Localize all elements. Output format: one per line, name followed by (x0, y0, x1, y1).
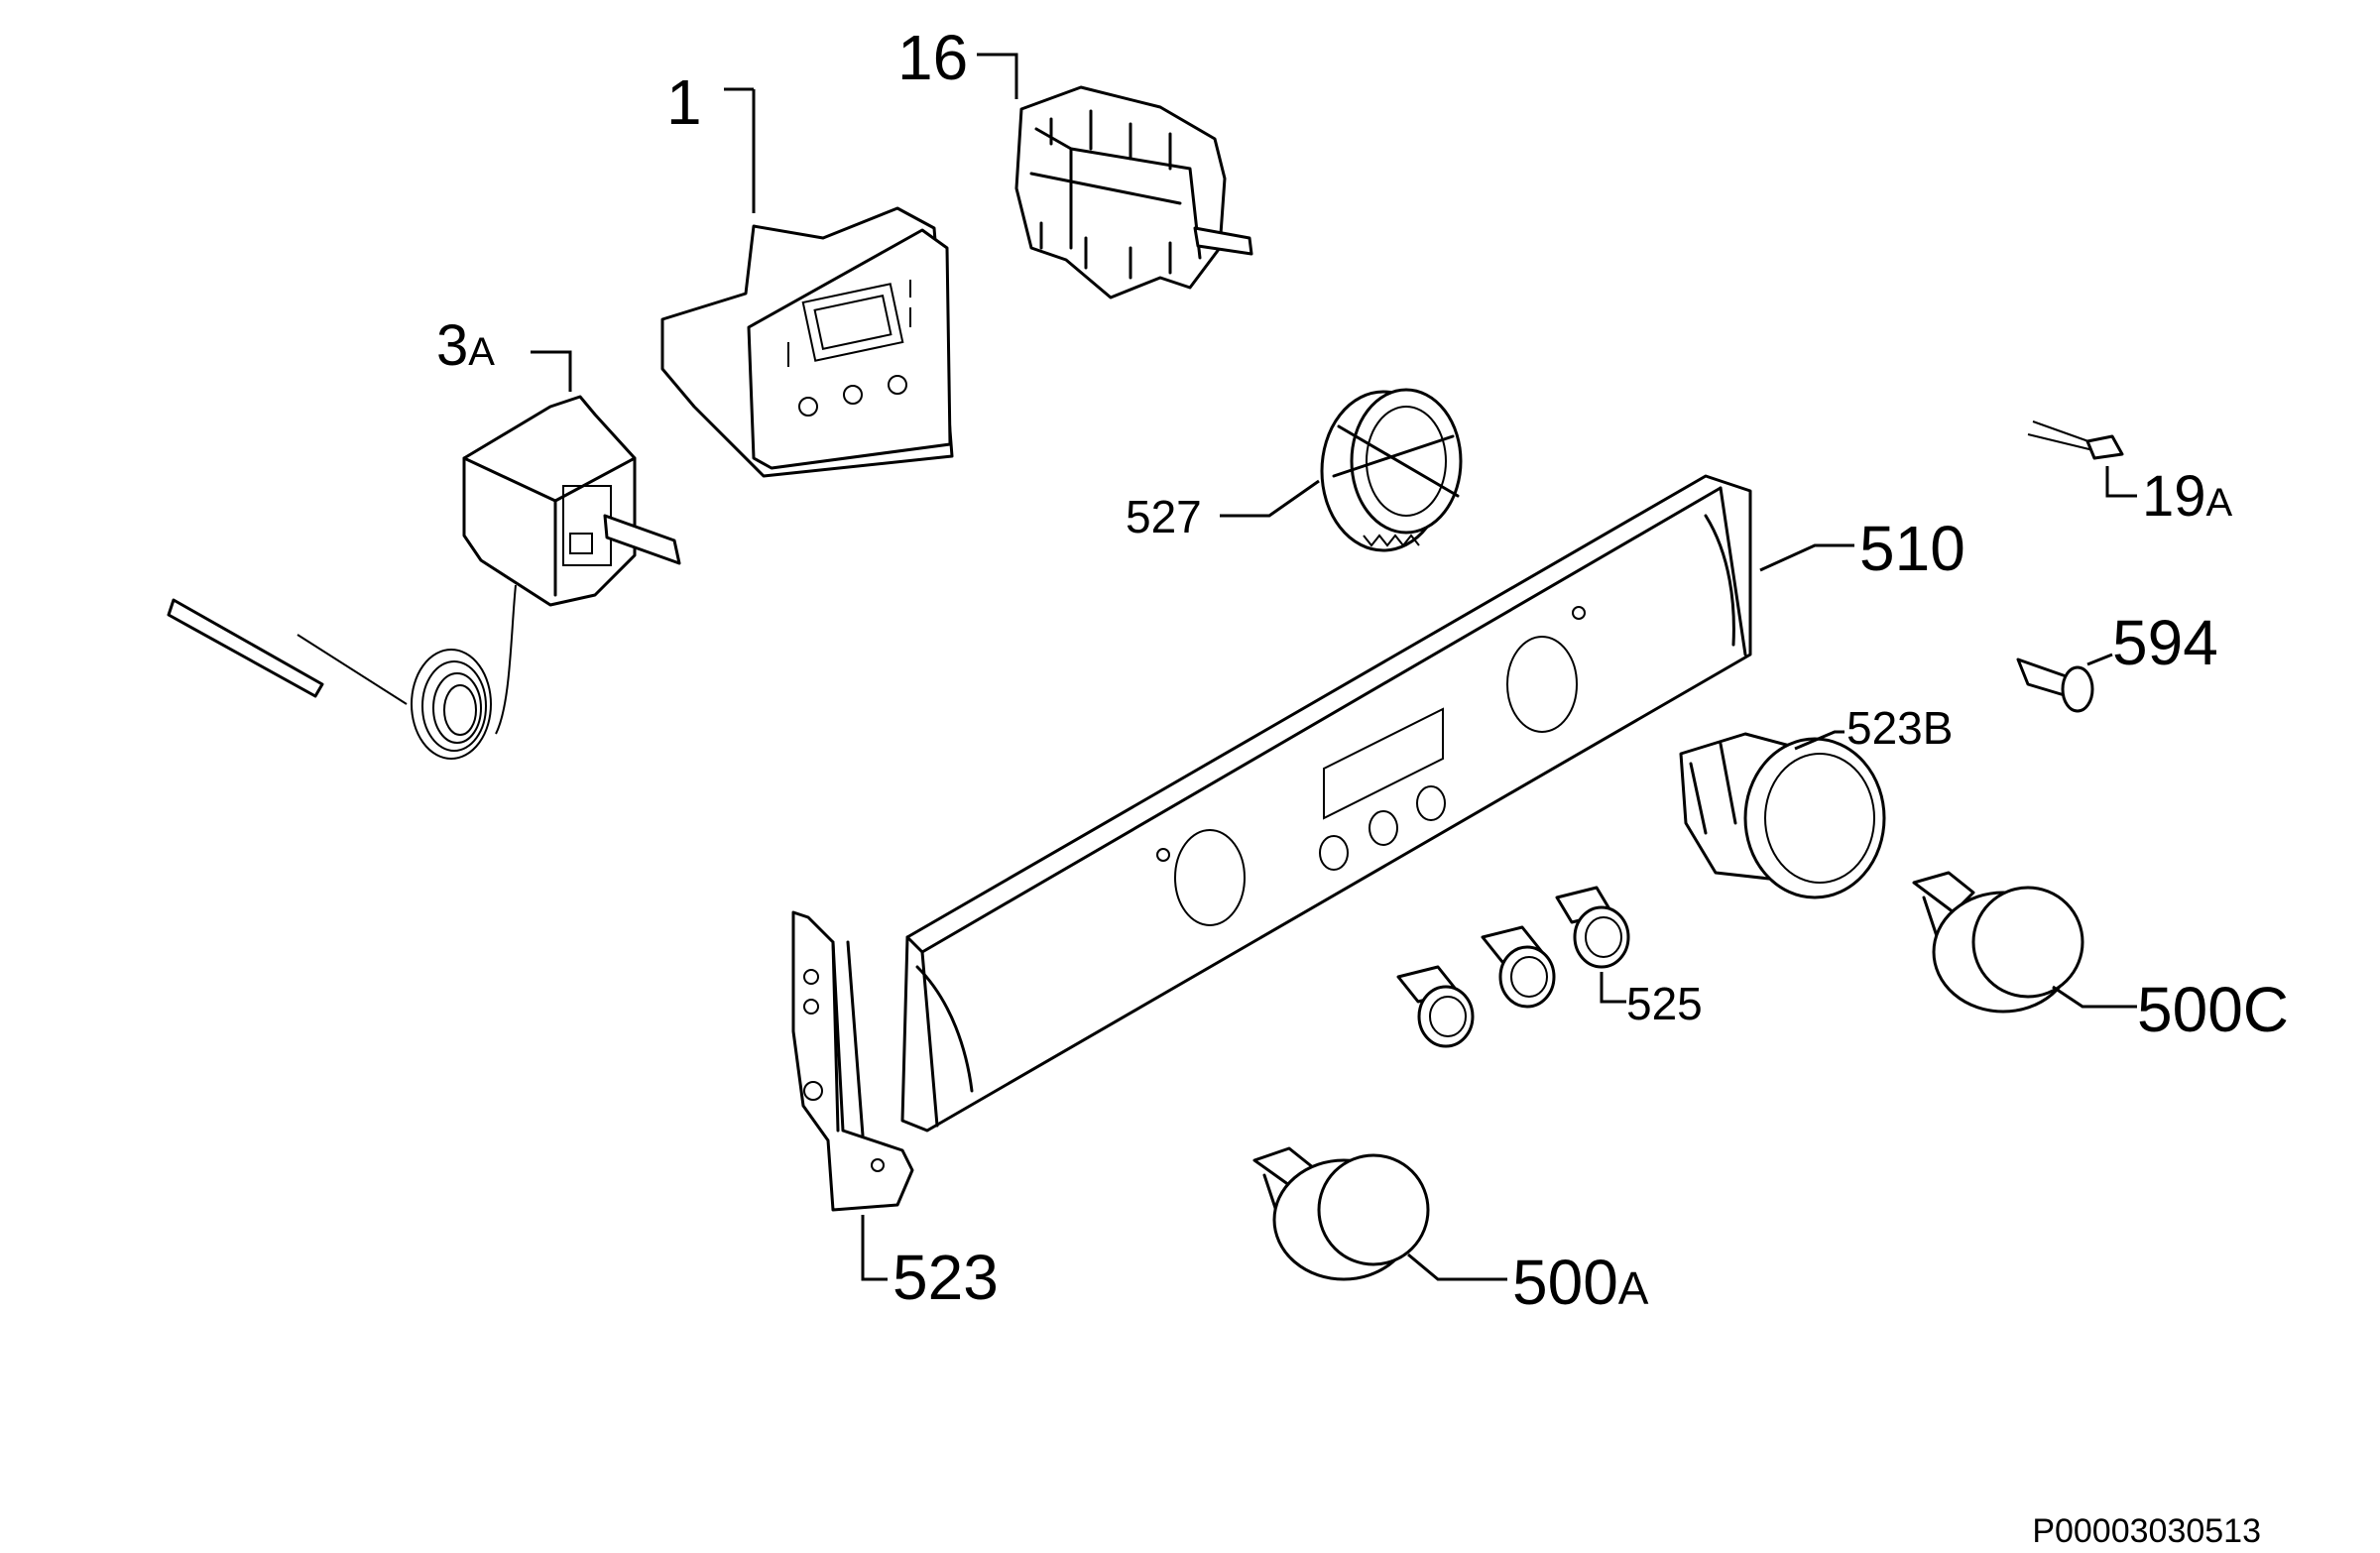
leader-3a (531, 350, 572, 392)
part-19a-lamp-wire (2027, 420, 2124, 460)
leader-500c (2052, 985, 2137, 1009)
leader-525 (1600, 972, 1626, 1004)
part-1-timer-module (660, 206, 954, 478)
part-500a-knob (1252, 1146, 1430, 1281)
callout-3a: 3A (436, 313, 495, 378)
callout-510: 510 (1859, 513, 1965, 584)
leader-500a (1407, 1253, 1507, 1281)
callout-525: 525 (1626, 978, 1703, 1029)
part-525-push-buttons (1396, 886, 1630, 1048)
diagram-reference-code: P00003030513 (2032, 1512, 2261, 1550)
leader-19a (2105, 466, 2137, 498)
part-594-lamp-holder (2016, 657, 2094, 713)
part-16-selector-switch (1014, 85, 1253, 299)
callout-500a: 500A (1512, 1247, 1649, 1318)
callout-523b: 523B (1846, 702, 1953, 754)
callout-19a: 19A (2142, 464, 2233, 529)
leader-510 (1759, 543, 1854, 572)
leader-523 (861, 1215, 888, 1281)
callout-594: 594 (2112, 607, 2218, 678)
leader-594 (2086, 653, 2113, 666)
part-523b-knob-housing (1679, 732, 1886, 899)
part-527-bezel-ring (1320, 388, 1463, 552)
callout-523: 523 (892, 1242, 999, 1313)
leader-16 (977, 53, 1018, 99)
callout-1: 1 (666, 66, 702, 138)
callout-527: 527 (1126, 491, 1202, 542)
part-3a-thermostat (167, 395, 681, 760)
part-510-control-panel (900, 474, 1752, 1133)
leader-523b (1794, 730, 1844, 751)
callout-16: 16 (897, 22, 968, 93)
part-500c-knob (1912, 871, 2084, 1014)
part-523-bracket (791, 910, 914, 1212)
leader-527 (1220, 479, 1320, 518)
callout-500c: 500C (2137, 974, 2289, 1045)
